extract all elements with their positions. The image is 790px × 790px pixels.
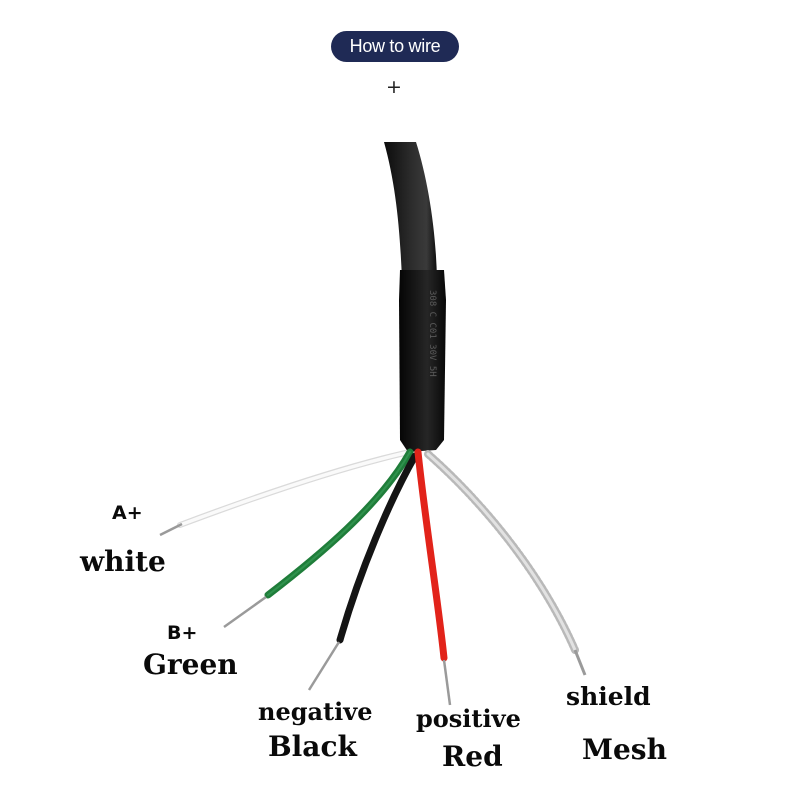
label-red: Red: [442, 740, 503, 773]
label-green: Green: [143, 648, 238, 681]
svg-text:308 C C01 30V 5H: 308 C C01 30V 5H: [427, 290, 437, 377]
how-to-wire-badge: How to wire: [331, 31, 459, 62]
label-negative: negative: [258, 697, 373, 726]
plus-sign: +: [386, 76, 402, 98]
red-wire: [414, 448, 448, 662]
label-black: Black: [268, 730, 357, 763]
cable-jacket: [384, 142, 437, 300]
heat-shrink-sleeve: [399, 270, 446, 452]
label-b-plus: B+: [167, 622, 198, 644]
green-wire-tip: [223, 595, 267, 629]
white-wire-tip: [159, 522, 183, 537]
label-positive: positive: [416, 704, 521, 733]
black-wire-tip: [307, 641, 341, 691]
label-a-plus: A+: [112, 502, 143, 524]
label-shield: shield: [566, 682, 651, 711]
label-mesh: Mesh: [582, 733, 667, 766]
black-wire: [336, 452, 419, 644]
mesh-shield-tip: [573, 649, 587, 676]
red-wire-tip: [442, 659, 452, 706]
label-white: white: [80, 545, 166, 578]
mesh-shield: [424, 450, 579, 654]
